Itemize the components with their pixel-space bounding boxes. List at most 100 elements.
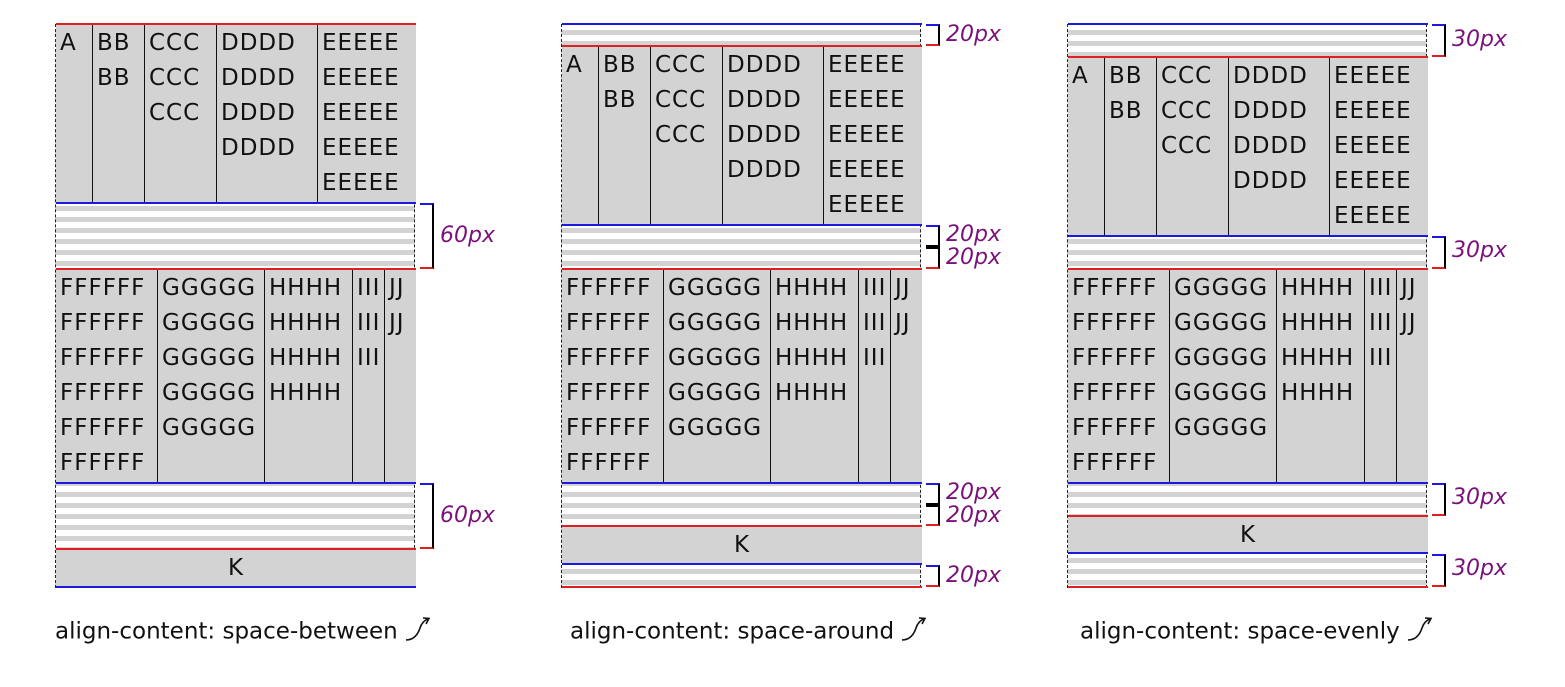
line-3-cross-end-edge bbox=[1068, 552, 1428, 554]
flex-line-3: K bbox=[1068, 516, 1428, 553]
panel-space-between: A BB BB CCC CCC CCC DDDD DDDD DDDD DDDD … bbox=[55, 23, 495, 588]
line-2-cross-start-edge bbox=[562, 268, 922, 270]
line-1-cross-end-edge bbox=[56, 202, 416, 204]
caption-text: align-content: space-between bbox=[55, 618, 398, 645]
flex-line-1: A BB BB CCC CCC CCC DDDD DDDD DDDD DDDD … bbox=[1068, 57, 1428, 236]
caption-text: align-content: space-around bbox=[570, 618, 895, 645]
gap-label: 30px bbox=[1452, 485, 1507, 510]
flex-item-k: K bbox=[227, 555, 245, 581]
line-2-cross-end-edge bbox=[56, 482, 416, 484]
line-3-cross-start-edge bbox=[1068, 515, 1428, 517]
flex-item-k: K bbox=[1239, 522, 1257, 548]
line-1-cross-start-edge bbox=[562, 45, 922, 47]
line-2-cross-start-edge bbox=[1068, 268, 1428, 270]
flex-item-b: BB BB bbox=[93, 24, 145, 203]
panel-space-evenly: A BB BB CCC CCC CCC DDDD DDDD DDDD DDDD … bbox=[1067, 23, 1507, 588]
gap-label: 20px bbox=[946, 22, 1001, 47]
gap-bracket bbox=[926, 505, 940, 526]
flex-item-b: BB BB bbox=[1105, 57, 1157, 236]
line-1-cross-end-edge bbox=[562, 224, 922, 226]
flex-item-i: III III III bbox=[353, 269, 385, 483]
caption-text: align-content: space-evenly bbox=[1080, 618, 1400, 645]
line-2-cross-end-edge bbox=[1068, 482, 1428, 484]
gap-label: 60px bbox=[440, 503, 495, 528]
gap-label: 20px bbox=[946, 245, 1001, 270]
flex-container: A BB BB CCC CCC CCC DDDD DDDD DDDD DDDD … bbox=[1067, 23, 1428, 588]
flex-item-a: A bbox=[562, 46, 599, 225]
line-3-cross-end-edge bbox=[56, 586, 416, 588]
flex-line-1: A BB BB CCC CCC CCC DDDD DDDD DDDD DDDD … bbox=[562, 46, 922, 225]
gap-bracket bbox=[1432, 236, 1446, 269]
curved-up-right-arrow-icon bbox=[404, 616, 432, 648]
gap-bracket bbox=[420, 203, 434, 269]
gap-label: 20px bbox=[946, 222, 1001, 247]
flex-item-a: A bbox=[56, 24, 93, 203]
flex-line-1: A BB BB CCC CCC CCC DDDD DDDD DDDD DDDD … bbox=[56, 24, 416, 203]
flex-line-3: K bbox=[562, 526, 922, 564]
gap-bracket bbox=[926, 565, 940, 587]
gap-label: 30px bbox=[1452, 238, 1507, 263]
flex-line-2: FFFFFF FFFFFF FFFFFF FFFFFF FFFFFF FFFFF… bbox=[1068, 269, 1428, 483]
gap-label: 20px bbox=[946, 480, 1001, 505]
flex-container: A BB BB CCC CCC CCC DDDD DDDD DDDD DDDD … bbox=[561, 23, 922, 588]
line-3-cross-end-edge bbox=[562, 563, 922, 565]
flex-item-g: GGGGG GGGGG GGGGG GGGGG GGGGG bbox=[664, 269, 771, 483]
flex-item-c: CCC CCC CCC bbox=[1157, 57, 1229, 236]
gap-label: 30px bbox=[1452, 556, 1507, 581]
gap-bracket bbox=[926, 24, 940, 46]
flex-item-e: EEEEE EEEEE EEEEE EEEEE EEEEE bbox=[1334, 63, 1412, 229]
gap-bracket bbox=[420, 483, 434, 549]
caption-space-evenly: align-content: space-evenly bbox=[1080, 616, 1434, 648]
line-3-cross-start-edge bbox=[56, 548, 416, 550]
flex-item-d: DDDD DDDD DDDD DDDD bbox=[217, 24, 318, 203]
flex-item-f: FFFFFF FFFFFF FFFFFF FFFFFF FFFFFF FFFFF… bbox=[562, 269, 664, 483]
flex-item-b: BB BB bbox=[599, 46, 651, 225]
flex-item-i: III III III bbox=[859, 269, 891, 483]
gap-label: 20px bbox=[946, 563, 1001, 588]
caption-space-around: align-content: space-around bbox=[570, 616, 928, 648]
flex-item-j: JJ JJ bbox=[389, 275, 405, 336]
flex-item-k: K bbox=[733, 532, 751, 558]
flex-item-e: EEEEE EEEEE EEEEE EEEEE EEEEE bbox=[828, 52, 906, 218]
container-top-edge bbox=[562, 23, 922, 25]
flex-item-c: CCC CCC CCC bbox=[145, 24, 217, 203]
container-bottom-edge bbox=[562, 586, 922, 588]
line-1-cross-end-edge bbox=[1068, 235, 1428, 237]
flex-item-g: GGGGG GGGGG GGGGG GGGGG GGGGG bbox=[1170, 269, 1277, 483]
panel-space-around: A BB BB CCC CCC CCC DDDD DDDD DDDD DDDD … bbox=[561, 23, 1001, 588]
line-3-cross-start-edge bbox=[562, 525, 922, 527]
gap-bracket bbox=[926, 225, 940, 247]
flex-item-g: GGGGG GGGGG GGGGG GGGGG GGGGG bbox=[158, 269, 265, 483]
flex-item-d: DDDD DDDD DDDD DDDD bbox=[723, 46, 824, 225]
flex-item-j: JJ JJ bbox=[1401, 275, 1417, 336]
gap-bracket bbox=[1432, 24, 1446, 57]
gap-bracket bbox=[926, 483, 940, 505]
flex-item-j: JJ JJ bbox=[895, 275, 911, 336]
flex-item-d: DDDD DDDD DDDD DDDD bbox=[1229, 57, 1330, 236]
gap-bracket bbox=[926, 247, 940, 269]
gap-label: 60px bbox=[440, 223, 495, 248]
gap-label: 30px bbox=[1452, 27, 1507, 52]
curved-up-right-arrow-icon bbox=[1406, 616, 1434, 648]
flex-item-h: HHHH HHHH HHHH HHHH bbox=[265, 269, 353, 483]
gap-bracket bbox=[1432, 554, 1446, 587]
flex-item-h: HHHH HHHH HHHH HHHH bbox=[1277, 269, 1365, 483]
flex-line-2: FFFFFF FFFFFF FFFFFF FFFFFF FFFFFF FFFFF… bbox=[562, 269, 922, 483]
gap-bracket bbox=[1432, 483, 1446, 516]
flex-item-c: CCC CCC CCC bbox=[651, 46, 723, 225]
flex-item-h: HHHH HHHH HHHH HHHH bbox=[771, 269, 859, 483]
flex-item-e: EEEEE EEEEE EEEEE EEEEE EEEEE bbox=[322, 30, 400, 196]
container-bottom-edge bbox=[1068, 586, 1428, 588]
flex-item-i: III III III bbox=[1365, 269, 1397, 483]
flex-item-f: FFFFFF FFFFFF FFFFFF FFFFFF FFFFFF FFFFF… bbox=[56, 269, 158, 483]
line-2-cross-start-edge bbox=[56, 268, 416, 270]
flex-item-a: A bbox=[1068, 57, 1105, 236]
container-top-edge bbox=[1068, 23, 1428, 25]
flex-line-2: FFFFFF FFFFFF FFFFFF FFFFFF FFFFFF FFFFF… bbox=[56, 269, 416, 483]
gap-label: 20px bbox=[946, 503, 1001, 528]
flex-item-f: FFFFFF FFFFFF FFFFFF FFFFFF FFFFFF FFFFF… bbox=[1068, 269, 1170, 483]
line-2-cross-end-edge bbox=[562, 482, 922, 484]
caption-space-between: align-content: space-between bbox=[55, 616, 432, 648]
flex-line-3: K bbox=[56, 549, 416, 588]
